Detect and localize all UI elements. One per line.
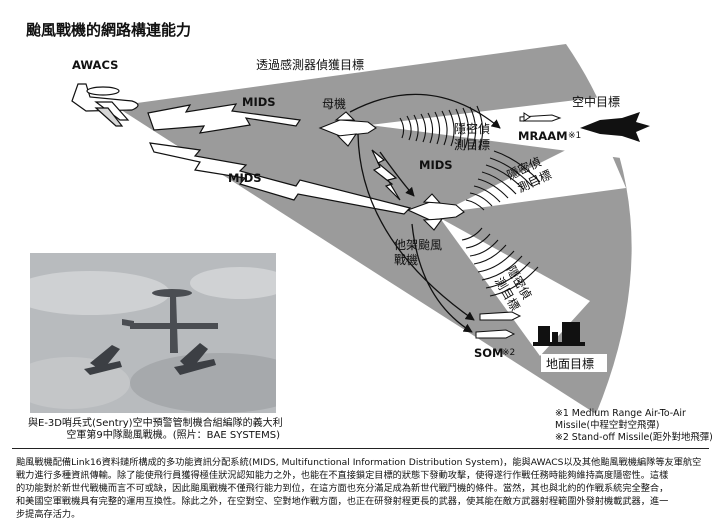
diagram-title: 颱風戰機的網路構連能力 [26,21,191,39]
awacs-aircraft-icon [71,83,139,127]
sensor-acquisition-label: 透過感測器偵獲目標 [256,57,364,72]
enemy-fighter-icon [580,112,650,142]
e3d-formation-photo [30,253,276,413]
typhoon-left-icon [84,345,122,375]
footnote-line: Missile(中程空對空飛彈) [555,420,660,431]
mother-ship-aircraft-icon [318,111,377,147]
body-line: 步提高存活力。 [16,509,81,520]
mids-label-lower: MIDS [228,171,262,185]
body-line: 的功能對於新世代戰機而言不可或缺，因此颱風戰機不僅飛行能力到位，在這方面也充分滿… [16,483,669,494]
wingman-ground-radar-waves [461,227,539,297]
photo-caption-line2: 空軍第9中隊颱風戰機。(照片：BAE SYSTEMS) [66,430,280,441]
stealth-detect-a-line1: 隱密偵 [454,121,490,136]
wingman-air-radar-waves [465,150,541,211]
som-note: ※2 [502,348,515,358]
photo-caption-line1: 與E-3D哨兵式(Sentry)空中預警管制機合組編隊的義大利 [28,418,283,429]
ground-target-label: 地面目標 [546,357,594,371]
wingman-air-sensor-cone [440,132,626,213]
body-line: 戰力進行多種資訊傳輸。除了能使飛行員獲得極佳狀況認知能力之外，也能在不直接鎖定目… [16,470,669,481]
som-missile-icon [475,311,522,339]
body-paragraph: 颱風戰機配備Link16資料鏈所構成的多功能資訊分配系統(MIDS, Multi… [16,456,711,521]
air-target-label: 空中目標 [572,94,620,109]
mraam-missile-icon [519,112,562,122]
wingman-aircraft-icon [406,193,465,231]
photo-illustration [30,253,276,413]
divider [12,448,709,449]
wingman-label-line1: 他架颱風 [394,237,442,252]
typhoon-right-icon [174,343,216,375]
footnote-line: ※2 Stand-off Missile(距外對地飛彈) [555,432,713,443]
wingman-ground-sensor-cone [440,218,590,356]
e3d-sentry-icon [122,289,218,353]
mraam-note: ※1 [568,131,581,141]
stealth-detect-a-line2: 測目標 [454,138,490,152]
trajectory-arrows [349,93,501,333]
footnote-line: ※1 Medium Range Air-To-Air [555,408,686,419]
photo-caption: 與E-3D哨兵式(Sentry)空中預警管制機合組編隊的義大利 空軍第9中隊颱風… [28,418,283,442]
mids-datalink-arrows [147,103,412,215]
mids-label-upper: MIDS [242,95,276,109]
mids-label-wingman: MIDS [419,158,453,172]
footnotes: ※1 Medium Range Air-To-Air Missile(中程空對空… [555,408,721,444]
ground-target-icon [533,322,585,346]
mraam-label: MRAAM [518,129,568,143]
mother-ship-radar-waves [399,105,484,151]
mother-ship-label: 母機 [322,96,346,111]
ground-target-label-box [541,354,607,372]
som-label: SOM [474,346,504,360]
body-line: 和美國空軍戰機具有完整的運用互換性。除此之外，在空對空、空對地作戰方面，也正在研… [16,496,669,507]
body-line: 颱風戰機配備Link16資料鏈所構成的多功能資訊分配系統(MIDS, Multi… [16,457,702,468]
awacs-label: AWACS [72,58,118,72]
mother-ship-sensor-cone [370,95,636,160]
